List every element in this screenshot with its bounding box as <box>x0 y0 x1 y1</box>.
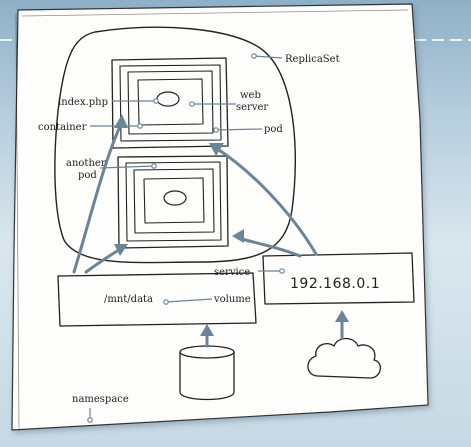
cloud-icon <box>307 337 381 379</box>
service-ip: 192.168.0.1 <box>290 276 380 292</box>
replicaset-boundary <box>54 26 296 264</box>
pod-label: pod <box>264 124 283 135</box>
replicaset-label: ReplicaSet <box>285 54 340 65</box>
service-label: service <box>214 267 250 278</box>
leader-dots <box>87 53 285 423</box>
server-label: server <box>236 102 268 113</box>
index-php-label: index.php <box>58 97 108 108</box>
another-label: another <box>66 158 106 169</box>
namespace-label: namespace <box>72 394 129 405</box>
container-label: container <box>38 122 87 133</box>
web-label: web <box>240 90 261 101</box>
volume-box <box>57 272 257 327</box>
namespace-sheet <box>11 3 429 431</box>
arrows <box>72 114 349 348</box>
mnt-data-label: /mnt/data <box>104 294 153 305</box>
another-pod-label: pod <box>78 170 97 181</box>
pod-another <box>117 155 229 249</box>
pod-top <box>111 57 229 149</box>
service-box <box>262 252 415 305</box>
volume-label: volume <box>213 294 251 305</box>
leader-lines <box>89 55 283 420</box>
